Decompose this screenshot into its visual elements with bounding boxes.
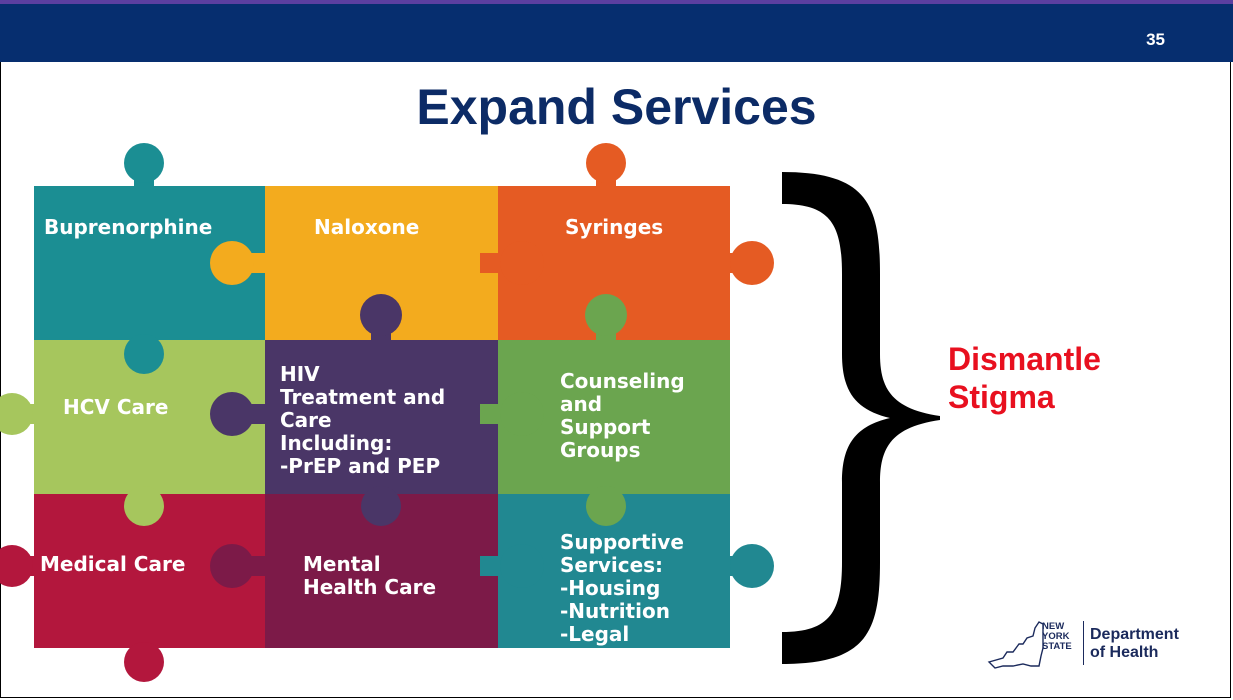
label-naloxone: Naloxone xyxy=(314,215,420,239)
slide-title: Expand Services xyxy=(416,79,817,135)
puzzle-graphic xyxy=(0,143,774,682)
label-supportive-services: Supportive Services: -Housing -Nutrition… xyxy=(560,530,684,646)
header-accent-line xyxy=(0,0,1233,4)
label-hiv-care: HIV Treatment and Care Including: -PrEP … xyxy=(280,362,446,478)
label-hcv-care: HCV Care xyxy=(63,395,169,419)
nys-logo-department-text: Department of Health xyxy=(1090,626,1179,661)
nys-state-outline-icon xyxy=(987,621,1044,669)
slide-number: 35 xyxy=(1146,30,1165,49)
label-counseling: Counseling and Support Groups xyxy=(560,369,685,462)
dismantle-stigma-label: Dismantle Stigma xyxy=(948,341,1101,415)
nys-logo-state-text: NEW YORK STATE xyxy=(1042,621,1072,652)
label-syringes: Syringes xyxy=(565,215,664,239)
header-bar: 35 xyxy=(0,0,1233,62)
curly-brace-graphic xyxy=(782,172,940,664)
label-buprenorphine: Buprenorphine xyxy=(44,215,213,239)
logo-divider xyxy=(1083,621,1084,665)
label-mental-health: Mental Health Care xyxy=(303,552,437,599)
piece-hiv-care xyxy=(265,340,498,494)
label-medical-care: Medical Care xyxy=(40,552,186,576)
